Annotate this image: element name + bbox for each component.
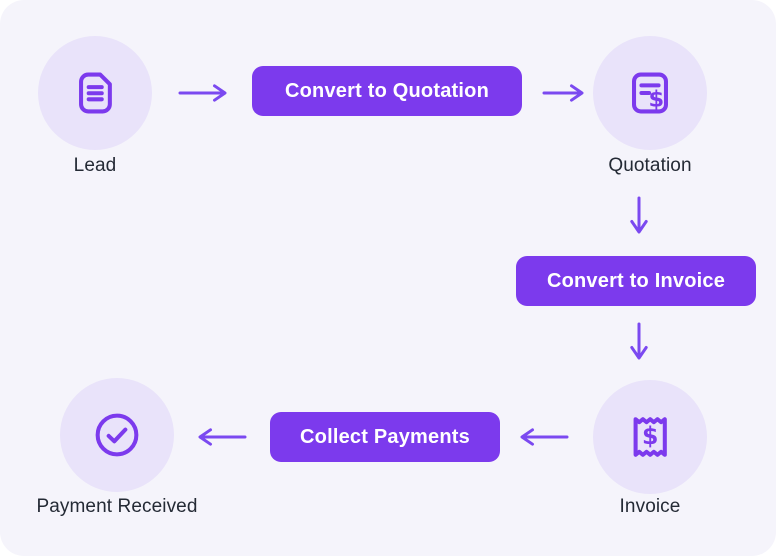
- arrow-right-icon: [178, 84, 227, 102]
- node-label-payment-received: Payment Received: [36, 496, 198, 517]
- node-payment-received: [60, 378, 174, 492]
- receipt-icon: $: [633, 417, 667, 457]
- node-label-lead: Lead: [73, 155, 117, 176]
- node-invoice: $: [593, 380, 707, 494]
- arrow-down-icon: [630, 322, 648, 360]
- convert-to-invoice-button[interactable]: Convert to Invoice: [516, 256, 756, 306]
- svg-text:$: $: [642, 422, 658, 450]
- check-circle-icon: [95, 413, 139, 457]
- convert-to-quotation-button[interactable]: Convert to Quotation: [252, 66, 522, 116]
- node-lead: [38, 36, 152, 150]
- collect-payments-button[interactable]: Collect Payments: [270, 412, 500, 462]
- node-label-quotation: Quotation: [608, 155, 692, 176]
- svg-text:$: $: [648, 87, 664, 113]
- arrow-right-icon: [542, 84, 584, 102]
- arrow-left-icon: [198, 428, 247, 446]
- arrow-left-icon: [520, 428, 569, 446]
- arrow-down-icon: [630, 196, 648, 234]
- node-label-invoice: Invoice: [619, 496, 681, 517]
- document-icon: [79, 72, 112, 114]
- node-quotation: $: [593, 36, 707, 150]
- quotation-document-icon: $: [632, 72, 668, 114]
